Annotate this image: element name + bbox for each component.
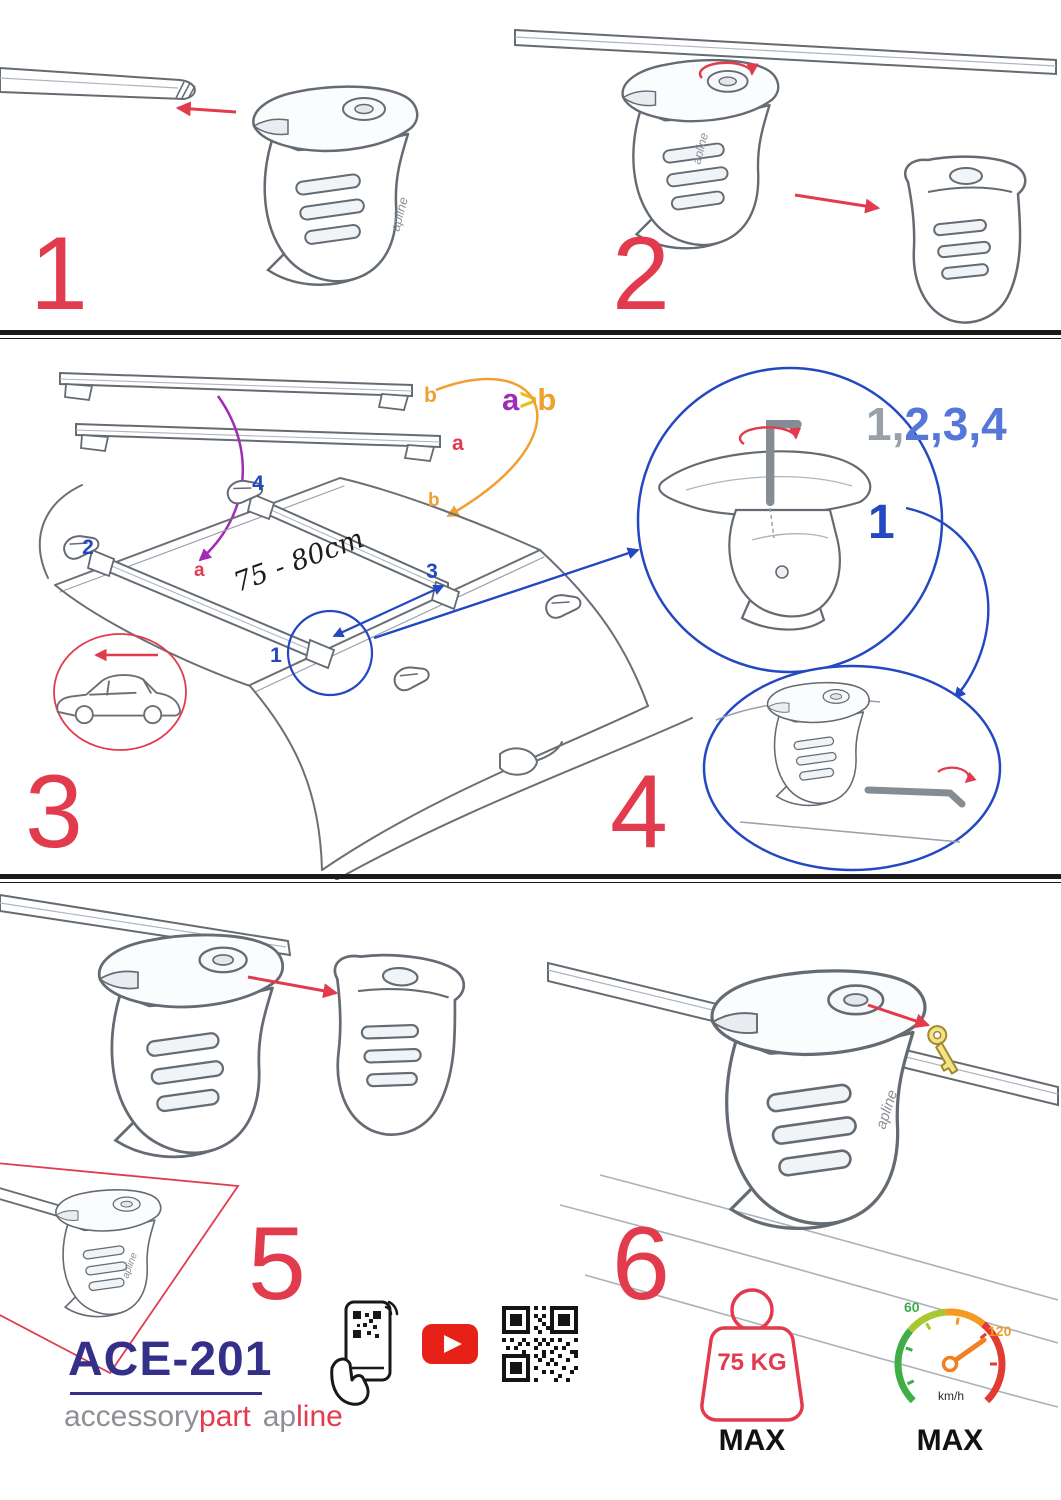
sequence-blue: 2,3,4 [904,398,1007,450]
foot-position-2 [86,548,116,578]
youtube-icon [422,1324,478,1364]
qr-code [502,1306,578,1382]
turn-arrow [937,766,977,784]
bar-unit-a [75,422,441,462]
attach-arrow [794,193,881,214]
tightening-sequence: 1,2,3,4 [866,398,1007,450]
section-divider-thin [0,882,1061,883]
turn-arrow [738,426,802,446]
curve-bar-a-placement [198,395,245,562]
step2-illustration: apline [514,28,1057,324]
max-speed-label: MAX [916,1424,984,1457]
roof-pos-3: 3 [426,560,438,583]
comparison-b: b [537,382,556,417]
spacing-arrow [332,584,445,638]
step-number-2: 2 [612,216,670,332]
brand-line: line [296,1400,343,1433]
zoom-arrow [373,547,640,640]
callout-link-curve [905,506,990,700]
mounted-bar-a [86,548,336,670]
rack-foot [55,1189,162,1318]
mounting-clip [543,590,584,621]
step5-illustration: apline [0,893,467,1375]
insert-arrow [175,101,237,117]
bar-label-b: b [424,384,437,407]
turn-arrow [698,61,759,79]
qr-scan-phone-icon [330,1300,399,1406]
brand-accessory: accessory [64,1400,200,1433]
curve-bar-b-placement [435,377,539,518]
side-mirror [499,747,539,776]
foot-position-3 [430,580,461,611]
car-roof-drawing [38,477,693,880]
hand [330,1357,370,1406]
installed-inset: apline [0,1162,240,1375]
section-divider [0,874,1061,879]
bar-label-a: a [452,432,464,455]
direction-inset [53,633,187,751]
section-steps-5-6: apline apline [0,893,1059,1408]
roof-label-b: b [428,490,440,511]
roof-plane-outline [0,1162,240,1375]
scan-beams [384,1300,399,1316]
step-number-1: 1 [30,216,88,332]
max-load-value: 75 KG [717,1349,786,1376]
bar-length-comparison: a>b [502,382,556,417]
allen-key-horizontal [864,786,966,808]
car-icon [56,674,181,725]
roof-pos-4: 4 [252,472,264,495]
foot-cover [322,949,467,1141]
foot-position-4 [246,492,276,521]
gauge-ticks [905,1317,997,1386]
zoom-circle [286,609,374,697]
bar-tip-hatch [175,81,196,99]
speed-unit: km/h [938,1389,964,1403]
max-load-icon: 75 KG [700,1288,804,1422]
rack-foot [97,933,285,1159]
step-number-6: 6 [612,1206,670,1322]
max-load-label: MAX [718,1424,786,1457]
section-divider [0,330,1061,335]
lock-key [927,1025,959,1075]
callout-step-number: 1 [868,496,895,549]
roof-surface-lines [559,1174,1059,1408]
step-number-4: 4 [610,754,668,870]
callout-tighten-top [636,366,944,674]
roof-label-a: a [194,560,205,581]
comparison-a: a [502,382,520,417]
step6-illustration: apline [547,961,1059,1408]
bar-spacing-measurement: 75 - 80cm [230,523,368,599]
model-number: ACE-201 [68,1333,273,1386]
section-steps-1-2: apline apline [0,28,1057,324]
roof-pos-1: 1 [270,644,282,667]
comparison-op: > [519,382,537,417]
foot-position-1 [304,638,336,670]
foot-cover [903,155,1027,324]
roof-pos-2: 2 [82,536,94,559]
brand-ap: ap [262,1400,297,1433]
mounting-clip [391,662,432,694]
sequence-gray: 1, [866,398,904,450]
step-number-5: 5 [248,1206,306,1322]
max-speed-icon: 60 120 km/h [894,1299,1012,1404]
brand-part: part [199,1400,251,1433]
speed-low: 60 [904,1299,920,1315]
model-underline [70,1392,262,1395]
step-number-3: 3 [25,754,83,870]
section-divider-thin [0,338,1061,339]
phone-screen-qr [353,1311,381,1338]
rack-foot [252,85,419,287]
speed-high: 120 [988,1323,1012,1339]
lock-arrow [867,1003,931,1029]
bar-unit-b [59,371,413,411]
section-steps-3-4: b a a>b [38,366,1007,880]
callout-tighten-side [702,664,1002,872]
attach-arrow [247,975,339,999]
